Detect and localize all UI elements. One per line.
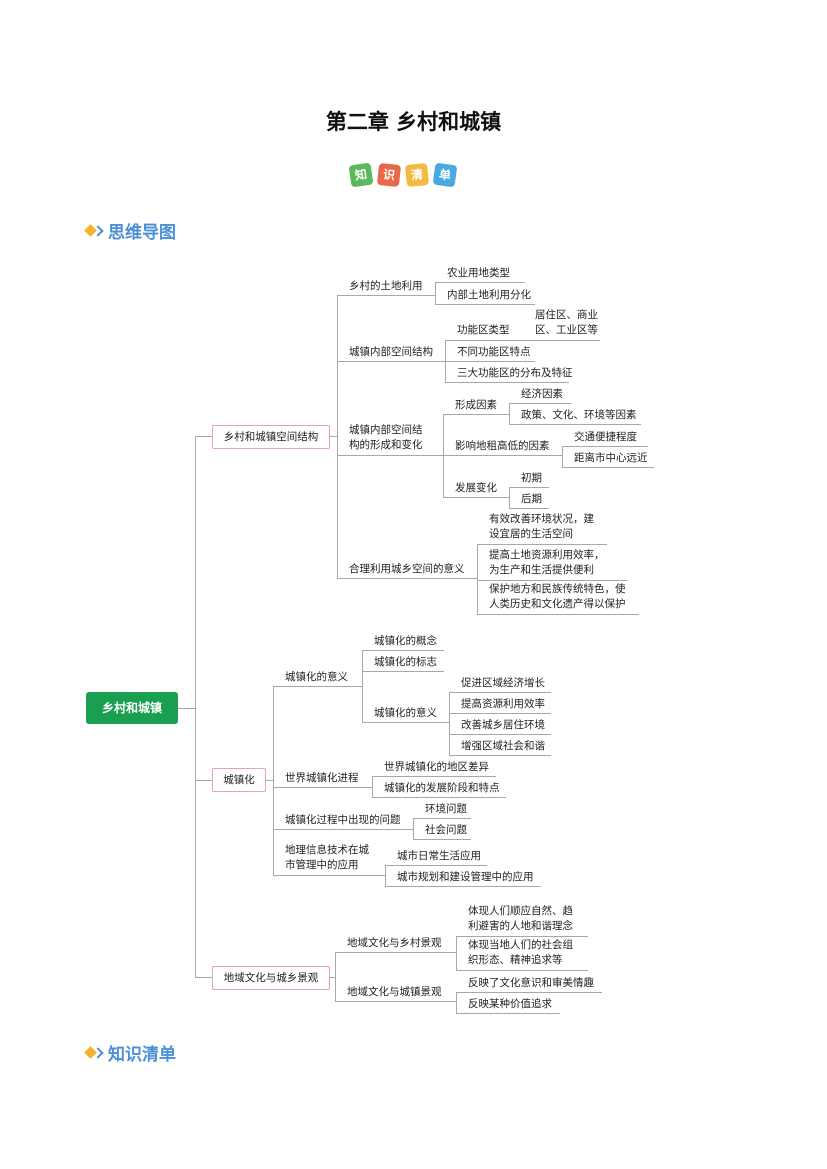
badge-char: 识 [376,162,402,188]
node: 环境问题 [413,802,471,819]
node: 提高土地资源利用效率，为生产和生活提供便利 [477,548,627,581]
node: 政策、文化、环境等因素 [509,408,641,425]
node: 影响地租高低的因素 [443,439,562,456]
node: 社会问题 [413,823,471,840]
node: 改善城乡居住环境 [449,718,551,735]
badge-char: 知 [348,162,374,188]
node: 体现人们顺应自然、趋利避害的人地和谐理念 [456,904,588,937]
node: 合理利用城乡空间的意义 [337,562,477,579]
node: 城镇化的概念 [362,634,444,651]
node: 发展变化 [443,481,509,498]
connector-line [362,650,363,722]
node: 反映了文化意识和审美情趣 [456,976,602,993]
connector-line [477,544,478,614]
node: 城镇内部空间结构 [337,345,445,362]
node: 交通便捷程度 [562,430,648,447]
node: 促进区域经济增长 [449,676,551,693]
mindmap-root: 乡村和城镇 [86,692,178,724]
badge-char: 清 [404,162,430,188]
connector-line [509,487,510,508]
branch-urbanization: 城镇化 [212,768,266,792]
node: 地理信息技术在城市管理中的应用 [273,843,385,876]
section-header-list: 知识清单 [84,1040,176,1065]
node: 世界城镇化进程 [273,771,372,788]
connector-line [266,780,273,781]
node: 提高资源利用效率 [449,697,551,714]
node: 地域文化与乡村景观 [335,936,456,953]
node: 经济因素 [509,387,571,404]
node: 形成因素 [443,398,509,415]
connector-line [456,992,457,1013]
node: 三大功能区的分布及特征 [445,366,573,383]
connector-line [195,977,212,978]
node: 城镇化的标志 [362,655,444,672]
connector-line [456,936,457,970]
node: 城市规划和建设管理中的应用 [385,870,541,887]
node: 反映某种价值追求 [456,997,560,1014]
node: 城市日常生活应用 [385,849,487,866]
connector-line [330,977,335,978]
connector-line [195,436,212,437]
page-title: 第二章 乡村和城镇 [325,109,502,134]
connector-line [449,692,450,755]
node: 地域文化与城镇景观 [335,985,456,1002]
connector-line [178,708,195,709]
connector-line [435,282,436,304]
diamond-chevron-icon [84,224,104,238]
connector-line [337,295,338,578]
connector-line [195,780,212,781]
node: 农业用地类型 [435,266,525,283]
node: 城镇化的发展阶段和特点 [372,781,506,798]
node: 乡村的土地利用 [337,279,435,296]
connector-line [330,436,337,437]
node: 保护地方和民族传统特色，使人类历史和文化遗产得以保护 [477,582,639,615]
connector-line [273,686,274,875]
node: 距离市中心远近 [562,451,654,468]
node: 后期 [509,492,549,509]
node: 城镇化的意义 [362,706,449,723]
node-detail: 居住区、商业区、工业区等 [535,309,598,336]
connector-line [372,776,373,797]
node: 世界城镇化的地区差异 [372,760,496,777]
node: 初期 [509,471,549,488]
section-title: 知识清单 [108,1045,176,1065]
section-header-mindmap: 思维导图 [84,218,176,243]
node: 内部土地利用分化 [435,288,535,305]
connector-line [509,403,510,424]
diamond-chevron-icon [84,1046,104,1060]
connector-line [413,818,414,839]
branch-spatial-structure: 乡村和城镇空间结构 [212,425,330,449]
connector-line [335,952,336,1001]
branch-regional-culture: 地域文化与城乡景观 [212,966,330,990]
knowledge-list-badge: 知 识 清 单 [348,162,458,188]
connector-line [562,446,563,467]
node: 城镇化过程中出现的问题 [273,813,413,830]
section-title: 思维导图 [108,223,176,243]
node: 不同功能区特点 [445,345,535,362]
connector-line [385,865,386,886]
node: 有效改善环境状况，建设宜居的生活空间 [477,512,607,545]
node: 城镇化的意义 [273,670,362,687]
node: 城镇内部空间结构的形成和变化 [337,423,443,456]
node: 功能区类型 [445,323,600,341]
connector-line [195,436,196,977]
badge-char: 单 [432,162,458,188]
node: 增强区域社会和谐 [449,739,551,756]
node: 体现当地人们的社会组织形态、精神追求等 [456,938,588,971]
